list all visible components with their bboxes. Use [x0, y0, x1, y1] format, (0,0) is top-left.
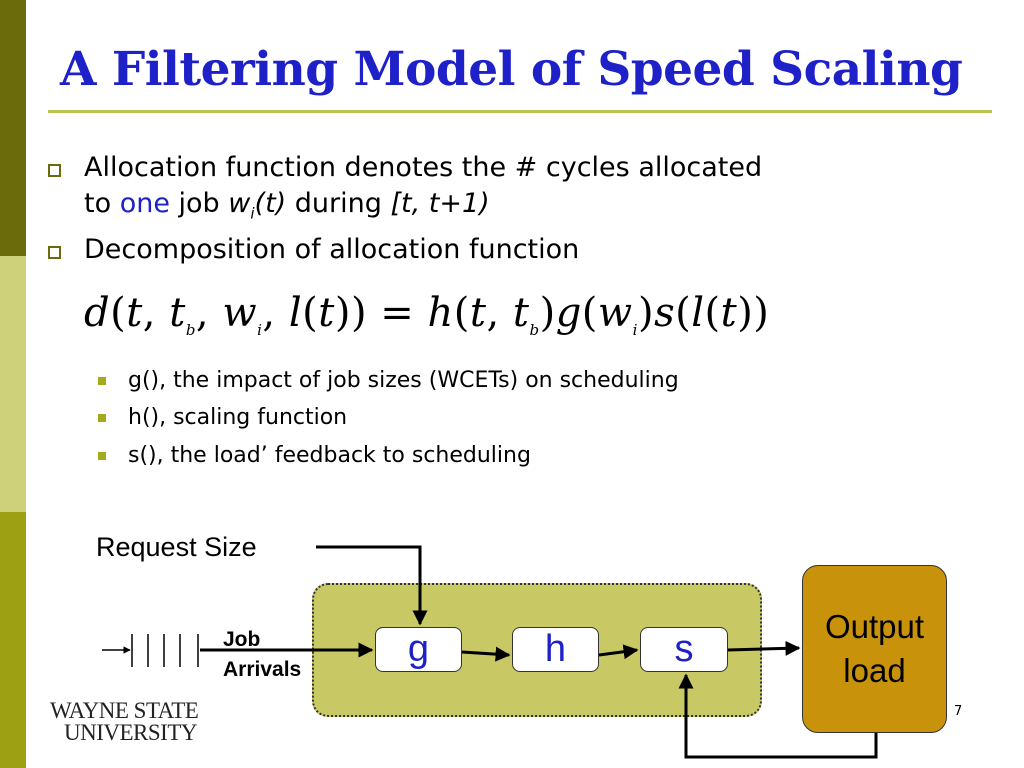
interval-text: [t, t+1) — [390, 188, 490, 219]
s-to-output-arrow — [727, 640, 801, 656]
job-arrivals-label: Job Arrivals — [223, 625, 301, 685]
arrival-ticks — [131, 634, 199, 667]
var-t: (t) — [254, 188, 287, 219]
feedback-arrow — [678, 673, 878, 759]
g-block: g — [375, 627, 462, 672]
allocation-formula: d(t, tb, wi, l(t)) = h(t, tb)g(wi)s(l(t)… — [84, 290, 769, 339]
h-to-s-arrow — [598, 644, 639, 660]
bullet-square-icon — [48, 246, 61, 259]
job-label-line2: Arrivals — [223, 658, 302, 681]
text-one-highlight: one — [119, 188, 170, 219]
bullet-decomposition-text: Decomposition of allocation function — [84, 234, 580, 265]
logo-line2: UNIVERSITY — [64, 720, 198, 745]
text-to: to — [84, 188, 120, 219]
side-stripe-top — [0, 0, 26, 256]
output-label-line1: Output — [824, 608, 925, 645]
job-label-line1: Job — [223, 628, 261, 651]
text-job: job — [169, 188, 229, 219]
s-block: s — [640, 627, 728, 672]
sub-bullet-square-icon — [98, 377, 106, 385]
text-during: during — [286, 188, 391, 219]
wayne-state-logo: WAYNE STATE UNIVERSITY — [50, 698, 199, 745]
formula-rendered: d(t, tb, wi, l(t)) = h(t, tb)g(wi)s(l(t)… — [84, 290, 770, 339]
output-load-box: Output load — [802, 565, 947, 733]
h-block: h — [512, 627, 599, 672]
var-subscript-i: i — [250, 204, 255, 223]
request-arrow — [316, 545, 428, 626]
side-stripe-bottom — [0, 512, 26, 768]
g-to-h-arrow — [461, 646, 511, 662]
sub-bullet-g-text: g(), the impact of job sizes (WCETs) on … — [128, 368, 679, 393]
page-number: 7 — [954, 704, 963, 719]
sub-bullet-square-icon — [98, 452, 106, 460]
bullet-allocation-line1: Allocation function denotes the # cycles… — [84, 152, 763, 183]
title-underline — [48, 110, 992, 113]
bullet-square-icon — [48, 164, 61, 177]
logo-line1: WAYNE STATE — [50, 698, 199, 723]
side-stripe-middle — [0, 256, 26, 512]
slide-title: A Filtering Model of Speed Scaling — [60, 42, 963, 97]
sub-bullet-square-icon — [98, 414, 106, 422]
sub-bullet-s-text: s(), the load’ feedback to scheduling — [128, 443, 531, 468]
output-label-line2: load — [843, 652, 906, 689]
var-w: w — [228, 188, 251, 219]
request-size-label: Request Size — [96, 532, 257, 562]
bullet-allocation-line2: to one job wi(t) during [t, t+1) — [84, 186, 762, 231]
sub-bullet-h-text: h(), scaling function — [128, 405, 348, 430]
